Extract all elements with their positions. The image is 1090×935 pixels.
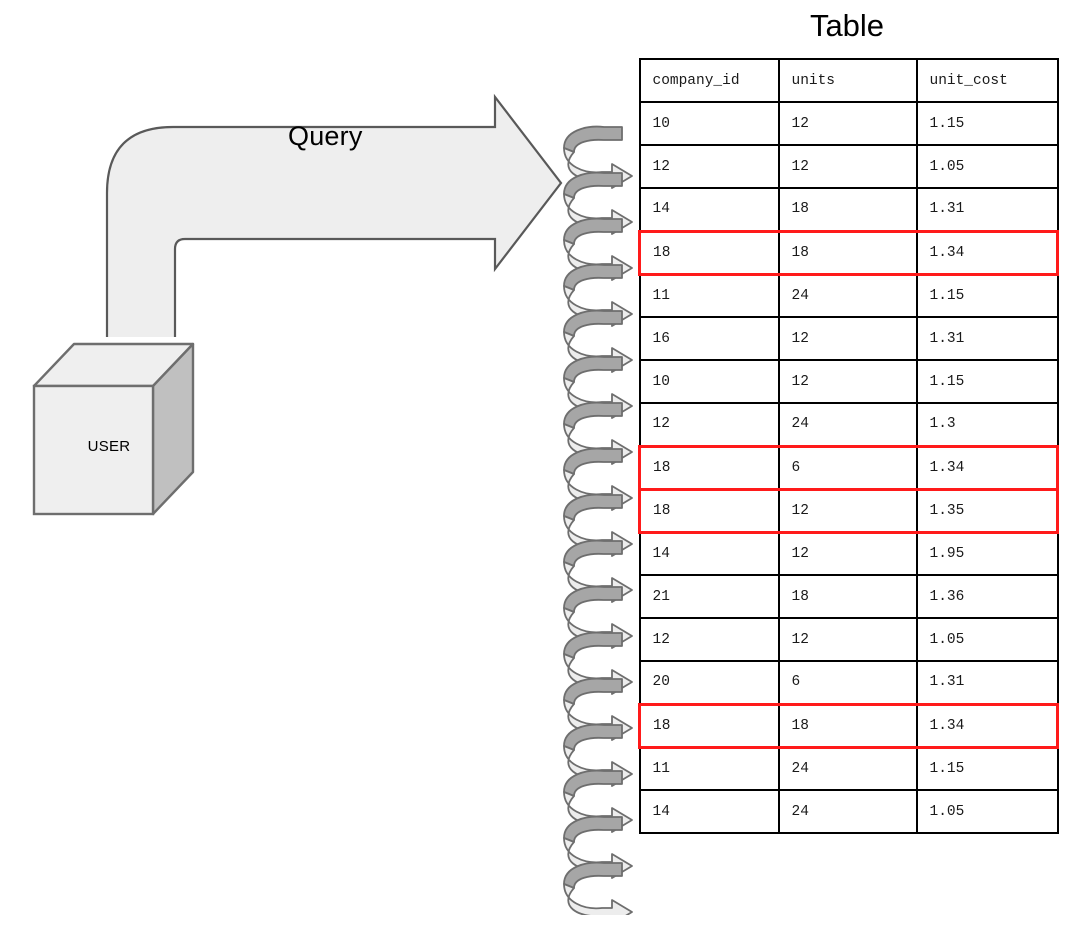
cell-units: 12 xyxy=(777,617,918,662)
cell-unit-cost: 1.34 xyxy=(915,702,1059,749)
cell-company-id: 14 xyxy=(638,789,780,834)
user-cube-icon xyxy=(32,342,195,516)
cell-unit-cost: 1.15 xyxy=(915,746,1059,791)
cell-company-id: 10 xyxy=(638,101,780,146)
cell-units: 24 xyxy=(777,789,918,834)
cell-company-id: 11 xyxy=(638,273,780,318)
cell-units: 6 xyxy=(777,660,918,705)
coil-spiral-arrow-icon xyxy=(563,125,633,915)
cell-units: 18 xyxy=(777,187,918,232)
cell-unit-cost: 1.05 xyxy=(915,617,1059,662)
cell-company-id: 18 xyxy=(638,702,780,749)
column-header-company-id: company_id xyxy=(638,58,780,103)
cell-company-id: 12 xyxy=(638,144,780,189)
cell-unit-cost: 1.15 xyxy=(915,359,1059,404)
cell-units: 12 xyxy=(777,144,918,189)
cell-unit-cost: 1.3 xyxy=(915,402,1059,447)
cell-company-id: 20 xyxy=(638,660,780,705)
table-header: company_id units unit_cost xyxy=(638,58,1059,103)
cell-unit-cost: 1.05 xyxy=(915,144,1059,189)
cell-company-id: 16 xyxy=(638,316,780,361)
cell-company-id: 18 xyxy=(638,444,780,491)
cell-unit-cost: 1.31 xyxy=(915,316,1059,361)
cell-unit-cost: 1.15 xyxy=(915,273,1059,318)
cell-units: 12 xyxy=(777,359,918,404)
cell-unit-cost: 1.36 xyxy=(915,574,1059,619)
cell-unit-cost: 1.35 xyxy=(915,487,1059,534)
cell-company-id: 18 xyxy=(638,229,780,276)
cell-units: 12 xyxy=(777,531,918,576)
query-arrow-label: Query xyxy=(288,121,363,151)
cell-units: 12 xyxy=(777,316,918,361)
user-cube-label: USER xyxy=(87,438,131,455)
cell-company-id: 14 xyxy=(638,187,780,232)
cell-company-id: 14 xyxy=(638,531,780,576)
cell-units: 6 xyxy=(777,444,918,491)
cell-units: 18 xyxy=(777,229,918,276)
cell-units: 24 xyxy=(777,746,918,791)
cell-units: 18 xyxy=(777,702,918,749)
cell-company-id: 21 xyxy=(638,574,780,619)
cell-unit-cost: 1.31 xyxy=(915,660,1059,705)
cell-company-id: 12 xyxy=(638,617,780,662)
cell-unit-cost: 1.34 xyxy=(915,229,1059,276)
cell-company-id: 12 xyxy=(638,402,780,447)
cell-units: 12 xyxy=(777,487,918,534)
cell-unit-cost: 1.95 xyxy=(915,531,1059,576)
table-header-row: company_id units unit_cost xyxy=(638,58,1059,103)
cell-units: 24 xyxy=(777,402,918,447)
cell-unit-cost: 1.31 xyxy=(915,187,1059,232)
page-title: Table xyxy=(809,8,885,43)
cell-units: 12 xyxy=(777,101,918,146)
cell-company-id: 11 xyxy=(638,746,780,791)
cell-units: 24 xyxy=(777,273,918,318)
cell-unit-cost: 1.15 xyxy=(915,101,1059,146)
cell-company-id: 10 xyxy=(638,359,780,404)
cell-unit-cost: 1.34 xyxy=(915,444,1059,491)
query-arrow-icon xyxy=(105,93,563,337)
cell-units: 18 xyxy=(777,574,918,619)
cell-unit-cost: 1.05 xyxy=(915,789,1059,834)
column-header-units: units xyxy=(777,58,918,103)
cell-company-id: 18 xyxy=(638,487,780,534)
column-header-unit-cost: unit_cost xyxy=(915,58,1059,103)
